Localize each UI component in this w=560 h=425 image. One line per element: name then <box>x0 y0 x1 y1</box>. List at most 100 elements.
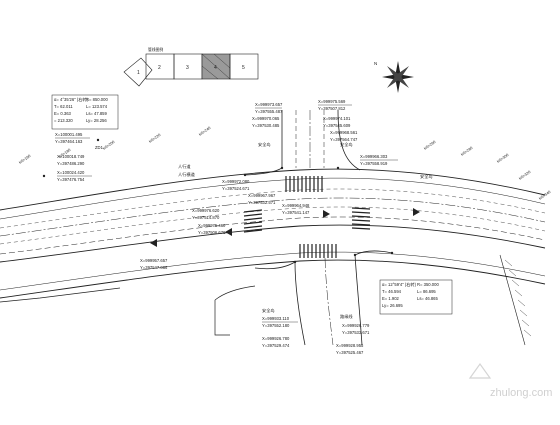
station-5: K0+260 <box>423 140 436 151</box>
station-6: K0+280 <box>460 146 473 157</box>
curve-table-left: α= 4°35'26" (右转) R= 850.000 T= 62.011 L=… <box>51 94 119 130</box>
coord-top-3-x: X=999974.101 <box>323 116 351 121</box>
curve-left-r: R= 850.000 <box>86 97 108 102</box>
coord-mid-2-y: Y=397541.147 <box>282 210 310 215</box>
pipeline-legend: 管线图例 1 2 3 4 5 <box>123 47 259 87</box>
coords-left: X=100001.495 Y=397464.163 ZD1 X=100018.7… <box>55 132 104 182</box>
lot-outline <box>0 285 256 336</box>
curve-right-r: R= 350.000 <box>417 282 439 287</box>
curve-right-ls: Ls= 46.865 <box>417 296 439 301</box>
coord-top-4-x: X=999968.561 <box>330 130 358 135</box>
coord-bottom-2-y: Y=397533.671 <box>342 330 370 335</box>
north-label: N <box>374 61 377 66</box>
legend-cell-label-5: 5 <box>242 65 245 71</box>
legend-cell-label-2: 2 <box>158 65 161 71</box>
coord-mid-2-x: X=999964.948 <box>282 203 310 208</box>
coord-mid-0-y: Y=397524.671 <box>222 186 250 191</box>
coord-top-0-y: Y=397555.487 <box>255 109 283 114</box>
station-0: K0+160 <box>18 154 31 165</box>
legend-cell-5 <box>229 53 259 80</box>
crosswalks <box>243 176 371 258</box>
coords-mid: 人行道 人行横道 X=999972.080 Y=397524.671 X=999… <box>140 163 433 270</box>
curve-left-alpha: α= 4°35'26" (右转) <box>54 96 89 103</box>
coord-mid-5-y: Y=397547.066 <box>140 265 168 270</box>
coord-bottom-0-y: Y=397552.180 <box>262 323 290 328</box>
slope-hatch <box>499 254 532 346</box>
coords-bottom: 安全岛 X=999933.110 Y=397552.180 X=999926.7… <box>262 307 370 355</box>
island-left-label-2: 人行道 <box>178 163 191 170</box>
coord-mid-0-x: X=999972.080 <box>222 179 250 184</box>
station-ticks: K0+160 K0+180 K0+200 K0+220 K0+240 K0+26… <box>18 126 551 201</box>
legend-cell-label-1: 1 <box>137 70 140 76</box>
coord-top-3-y: Y=397545.609 <box>323 123 351 128</box>
coords-top: X=999973.657 Y=397555.487 X=999970.065 Y… <box>252 99 398 166</box>
coord-top-2-x: X=999975.569 <box>318 99 346 104</box>
legend-title: 管线图例 <box>148 47 163 52</box>
coord-mid-5-x: X=999957.657 <box>140 258 168 263</box>
coord-left-2-y: Y=397476.754 <box>57 177 85 182</box>
coord-top-1-x: X=999970.065 <box>252 116 280 121</box>
station-9: K0+340 <box>538 190 551 201</box>
north-arrow: N <box>374 61 414 93</box>
curve-right-e: E= 1.902 <box>382 296 400 301</box>
coord-mid-1-x: X=999967.967 <box>248 193 276 198</box>
island-left-label: 安全岛 <box>258 141 271 148</box>
coord-left-1-x: X=100018.749 <box>57 154 85 159</box>
curve-left-t: T= 62.011 <box>54 104 73 109</box>
legend-cell-label-3: 3 <box>186 65 189 71</box>
curve-left-e: E= 0.363 <box>54 111 72 116</box>
ped-right-label: 安全岛 <box>420 173 433 180</box>
curve-right-ly: Ly= 26.695 <box>382 303 403 308</box>
curve-left-l: L= 123.574 <box>86 104 108 109</box>
coord-bottom-1-y: Y=397529.474 <box>262 343 290 348</box>
coord-mid-3-y: Y=397514.870 <box>192 215 220 220</box>
coord-bottom-1-x: X=999926.780 <box>262 336 290 341</box>
curve-left-ly: Ly= 28.256 <box>86 118 107 123</box>
legend-cell-1 <box>123 57 153 87</box>
coord-top-4-y: Y=397564.747 <box>330 137 358 142</box>
coord-top-5-y: Y=397558.919 <box>360 161 388 166</box>
curve-left-ls: Ls= 47.859 <box>86 111 108 116</box>
curve-right-alpha: α= 12°59'4" (右转) <box>382 281 417 288</box>
island-right-label: 安全岛 <box>340 141 353 148</box>
coord-top-2-y: Y=397507.812 <box>318 106 346 111</box>
coord-left-0-x: X=100001.495 <box>55 132 83 137</box>
ped-left-label: 人行横道 <box>178 171 196 178</box>
coord-mid-1-y: Y=397532.571 <box>248 200 276 205</box>
curve-left-jd: = 213.320 <box>54 118 73 123</box>
curve-right-l: L= 86.695 <box>417 289 436 294</box>
coord-top-0-x: X=999973.657 <box>255 102 283 107</box>
coord-bottom-2-x: X=999926.779 <box>342 323 370 328</box>
coord-bottom-3-y: Y=397525.467 <box>336 350 364 355</box>
curve-table-right: α= 12°59'4" (右转) R= 350.000 T= 46.594 L=… <box>379 279 453 315</box>
coord-left-0-y: Y=397464.163 <box>55 139 83 144</box>
coord-mid-3-x: X=999976.620 <box>192 208 220 213</box>
station-2: K0+200 <box>102 140 115 151</box>
curve-right-t: T= 46.594 <box>382 289 402 294</box>
coord-bottom-3-x: X=999928.955 <box>336 343 364 348</box>
watermark: zhulong.com <box>468 362 552 399</box>
legend-cell-label-4: 4 <box>214 65 217 71</box>
zd-label: ZD1 <box>95 145 104 150</box>
coord-left-2-x: X=100024.420 <box>57 170 85 175</box>
bottom-label: 安全岛 <box>262 307 275 314</box>
station-3: K0+220 <box>148 133 161 144</box>
station-7: K0+300 <box>496 153 509 164</box>
main-road <box>0 168 546 299</box>
coord-left-1-y: Y=397486.290 <box>57 161 85 166</box>
coord-top-1-y: Y=397530.485 <box>252 123 280 128</box>
coord-bottom-0-x: X=999933.110 <box>262 316 290 321</box>
station-8: K0+320 <box>518 170 531 181</box>
coord-top-5-x: X=999966.303 <box>360 154 388 159</box>
watermark-text: zhulong.com <box>490 387 552 399</box>
coord-mid-4-x: X=999975.460 <box>198 223 226 228</box>
station-1: K0+180 <box>58 148 71 159</box>
station-4: K0+240 <box>198 126 211 137</box>
cross-road <box>244 109 393 346</box>
lane-arrows <box>150 208 420 247</box>
survey-points <box>42 138 394 264</box>
coord-mid-4-y: Y=397506.676 <box>198 230 226 235</box>
bottom-label-2: 路缘线 <box>340 313 353 320</box>
